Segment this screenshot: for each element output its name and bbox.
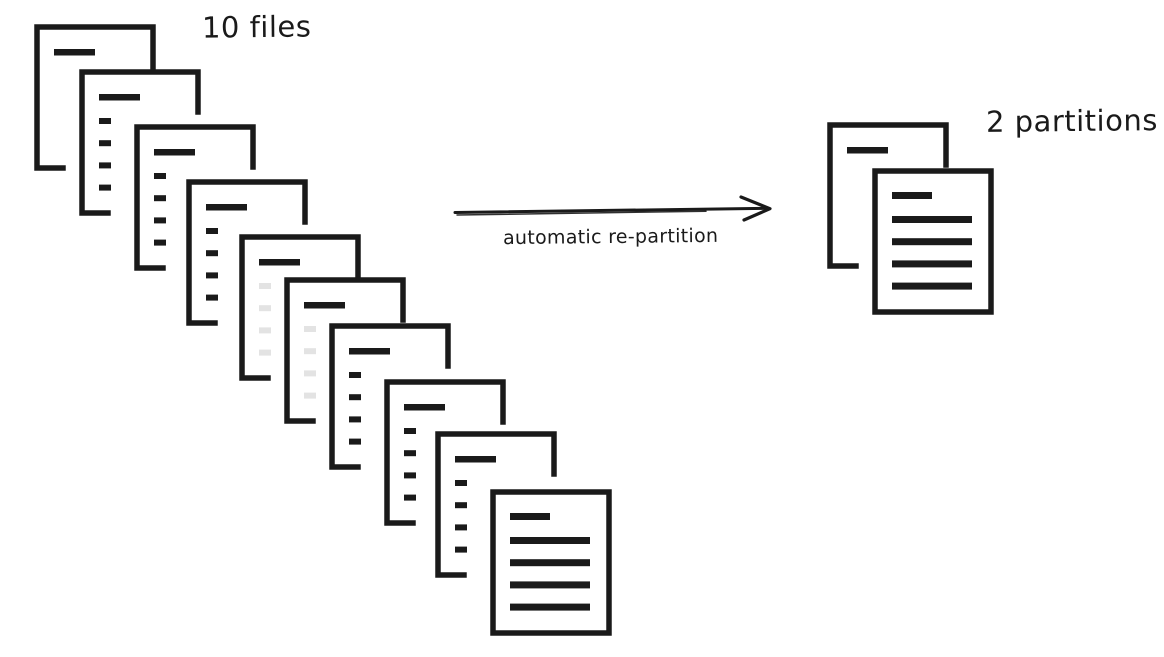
file-icon-1: [34, 24, 156, 171]
file-icon-5: [239, 234, 361, 381]
repartition-arrow-icon: [453, 195, 772, 222]
file-icon-3: [134, 124, 256, 271]
file-icon-8: [384, 379, 506, 526]
arrow-label: automatic re-partition: [502, 224, 719, 250]
file-icon-10: [490, 489, 612, 636]
file-icon-4: [186, 179, 308, 326]
file-icon-6: [284, 277, 406, 424]
partition-icon-1: [827, 122, 949, 269]
left-group-label: 10 files: [201, 9, 312, 45]
partition-icon-2: [872, 168, 994, 315]
file-icon-7: [329, 323, 451, 470]
file-icon-9: [435, 431, 557, 578]
file-icon-2: [79, 69, 201, 216]
right-group-label: 2 partitions: [985, 103, 1159, 139]
